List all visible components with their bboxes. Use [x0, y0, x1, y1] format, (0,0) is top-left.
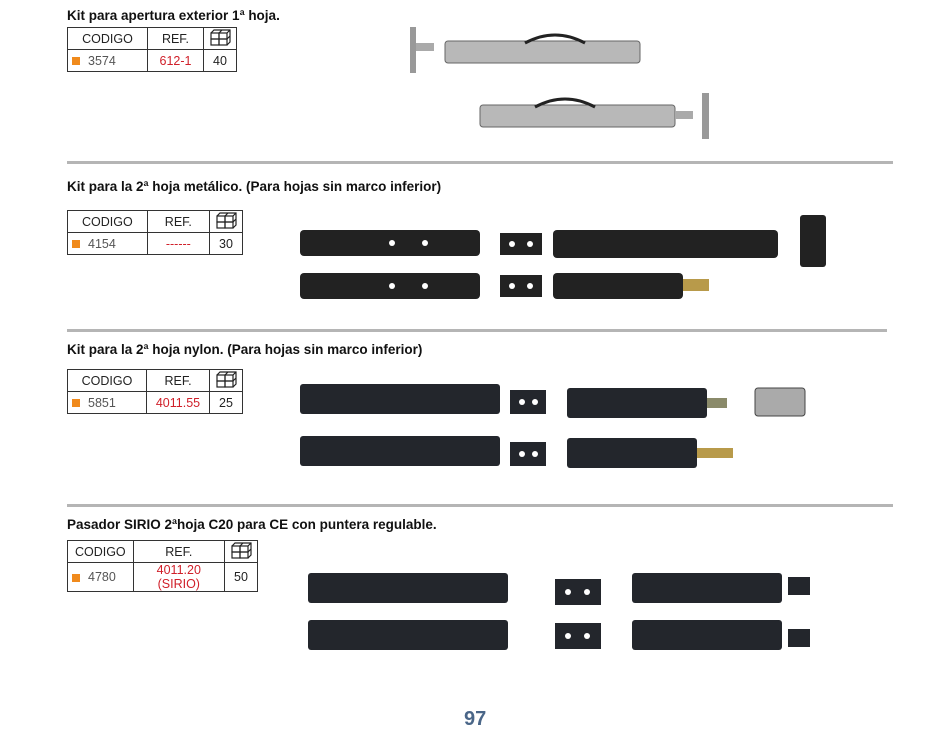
product-code: 4780 — [67, 562, 134, 592]
product-ref: 4011.20 (SIRIO) — [132, 562, 226, 592]
box-icon — [209, 210, 243, 233]
divider — [67, 504, 893, 507]
divider — [67, 161, 893, 164]
header-code: CODIGO — [67, 27, 148, 50]
product-image-metal-kit — [300, 215, 826, 299]
product-ref: ------ — [146, 232, 211, 255]
section-title: Kit para la 2ª hoja metálico. (Para hoja… — [67, 179, 442, 194]
product-qty: 30 — [209, 232, 243, 255]
product-image-silver-kit — [410, 27, 709, 139]
product-code: 5851 — [67, 391, 147, 414]
header-ref: REF. — [146, 369, 210, 392]
section-title: Kit para la 2ª hoja nylon. (Para hojas s… — [67, 342, 423, 357]
product-ref: 4011.55 — [146, 391, 210, 414]
product-qty: 50 — [224, 562, 258, 592]
header-ref: REF. — [146, 27, 205, 50]
page-number: 97 — [464, 708, 487, 730]
product-code: 4154 — [67, 232, 148, 255]
product-qty: 40 — [203, 49, 237, 72]
header-code: CODIGO — [67, 210, 148, 233]
box-icon — [224, 540, 258, 563]
section-title: Pasador SIRIO 2ªhoja C20 para CE con pun… — [67, 517, 437, 532]
section-title: Kit para apertura exterior 1ª hoja. — [67, 8, 280, 23]
header-code: CODIGO — [67, 369, 147, 392]
product-image-nylon-kit — [300, 384, 806, 468]
header-code: CODIGO — [67, 540, 134, 563]
product-ref: 612-1 — [146, 49, 205, 72]
box-icon — [209, 369, 243, 392]
header-ref: REF. — [132, 540, 226, 563]
product-qty: 25 — [209, 391, 243, 414]
divider — [67, 329, 887, 332]
product-code: 3574 — [67, 49, 148, 72]
box-icon — [203, 27, 237, 50]
header-ref: REF. — [146, 210, 211, 233]
product-image-sirio-kit — [308, 573, 810, 650]
